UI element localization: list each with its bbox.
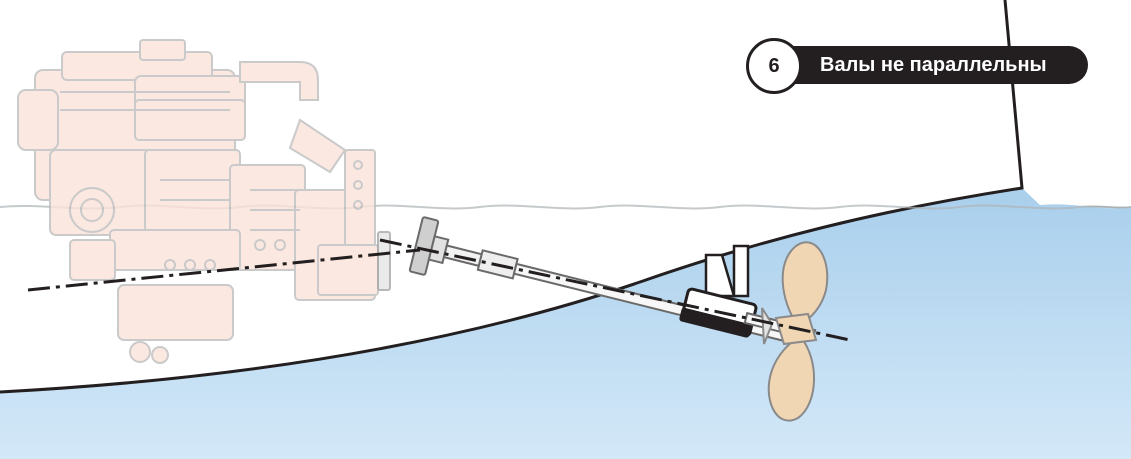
propeller-illustration <box>761 241 829 422</box>
engine-illustration <box>17 39 379 364</box>
misalignment-badge: 6 Валы не параллельны <box>746 38 1094 94</box>
badge-number: 6 <box>746 38 802 94</box>
water-below-hull <box>0 188 1131 459</box>
engine-centerline <box>27 248 421 292</box>
badge-label: Валы не параллельны <box>820 54 1047 76</box>
shaft-centerline <box>379 238 851 342</box>
badge-bar <box>770 46 1088 84</box>
engine-coupling <box>377 231 391 291</box>
hull-body <box>0 0 1022 392</box>
